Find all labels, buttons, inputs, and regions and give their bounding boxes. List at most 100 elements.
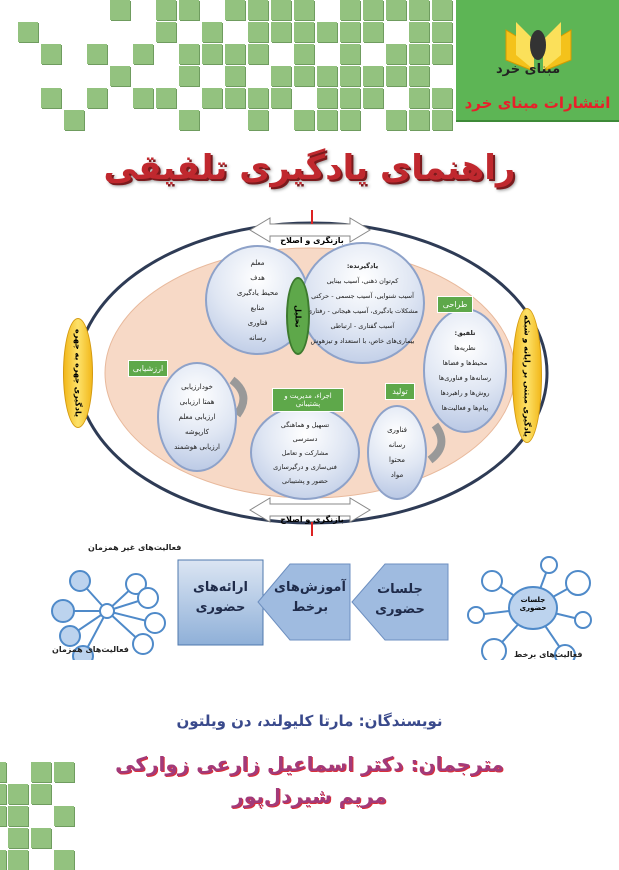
decorative-square [31,762,51,782]
curved-arrow-icon [229,376,248,418]
decorative-square [248,22,268,42]
decorative-square [156,88,176,108]
line: برخط [291,600,329,615]
line: حضوری [519,604,547,612]
decorative-square [8,806,28,826]
decorative-square [409,22,429,42]
item: محتوا [389,456,405,464]
book-torch-icon [505,22,572,71]
decorative-square [317,88,337,108]
decorative-square [294,110,314,130]
review-label-top: بازنگری و اصلاح [280,236,344,245]
left-network [51,570,166,660]
decorative-square [41,44,61,64]
decorative-square [363,88,383,108]
decorative-square [31,784,51,804]
item: نظریه‌ها [454,344,476,352]
async-activities-label: فعالیت‌های غیر همزمان [88,543,182,552]
decorative-square [202,44,222,64]
book-title: راهنمای یادگیری تلفیقی [103,148,517,188]
decorative-square [432,0,452,20]
decorative-square [386,66,406,86]
decorative-square [225,44,245,64]
decorative-square [133,88,153,108]
decorative-square [432,44,452,64]
design-bubble: تلفیق: نظریه‌ها محیط‌ها و فضاها رسانه‌ها… [423,308,507,433]
review-arrow-bottom [249,497,371,523]
decorative-square [18,22,38,42]
decorative-square [225,88,245,108]
item: رسانه [388,441,406,449]
implementation-tag: اجراء، مدیریت و پشتیبانی [272,388,344,412]
item: فناوری [387,426,407,434]
item: کارپوشه [184,428,210,436]
flow-shapes [51,556,592,660]
decorative-square [340,0,360,20]
production-tag: تولید [385,383,415,400]
analysis-oval: تحلیل [286,277,310,355]
item: رسانه‌ها و فناوری‌ها [438,374,492,382]
item: مواد [390,471,404,479]
item: محیط یادگیری [236,288,279,297]
face-to-face-oval: یادگیری چهره به چهره [63,318,93,428]
item: منابع [250,303,265,312]
production-bubble: فناوری رسانه محتوا مواد [367,405,427,500]
online-activities-label: فعالیت‌های برخط [514,650,583,659]
authors: نویسندگان: مارتا کلیولند، دن ویلتون [176,712,443,730]
curved-arrow-icon [427,422,446,464]
translator-second: مریم شیردل‌پور [232,784,387,808]
item: روش‌ها و راهبردها [440,389,490,397]
decorative-square [340,66,360,86]
decorative-square [8,828,28,848]
decorative-square [432,88,452,108]
item: آسیب شنوایی، آسیب جسمی - حرکتی [311,291,414,300]
item: تسهیل و هماهنگی [280,420,330,429]
item: حضور و پشتیبانی [281,476,329,485]
review-label-bottom: بازنگری و اصلاح [280,515,344,524]
learners-bubble: یادگیرنده: کم‌توان ذهنی، آسیب بینایی آسی… [300,242,425,364]
decorative-square [340,44,360,64]
decorative-square [0,850,6,870]
decorative-square [133,44,153,64]
line: حضوری [375,602,425,617]
item: فناوری [247,318,268,327]
decorative-square [225,0,245,20]
decorative-square [294,66,314,86]
decorative-square [0,806,6,826]
item: مشکلات یادگیری، آسیب هیجانی - رفتاری [307,306,418,315]
line: حضوری [195,600,246,615]
item: تلفیق: [454,329,476,337]
decorative-square [8,784,28,804]
item: پیام‌ها و فعالیت‌ها [441,404,489,412]
item: رسانه [248,333,267,342]
evaluation-tag: ارزشیابی [128,360,168,377]
sync-activities-label: فعالیت‌های همزمان [52,645,129,654]
line: ارائه‌های [193,580,248,595]
item: مشارکت و تعامل [281,448,329,457]
decorative-square [294,0,314,20]
heading: یادگیرنده: [346,261,379,270]
decorative-square [271,66,291,86]
item: معلم [250,258,265,267]
decorative-square [363,66,383,86]
decorative-square [0,762,6,782]
decorative-square [41,88,61,108]
translators: مترجمان: دکتر اسماعیل زارعی زوارکی [115,752,504,776]
decorative-square [317,66,337,86]
item: بیماری‌های خاص، با استعداد و تیزهوش [310,336,415,345]
line: جلسات [520,596,546,604]
decorative-square [179,0,199,20]
implementation-bubble: تسهیل و هماهنگی دسترسی مشارکت و تعامل فن… [250,405,360,500]
decorative-square [294,22,314,42]
decorative-square [317,110,337,130]
right-network [467,556,592,660]
decorative-square [386,0,406,20]
publisher-logo: مبنای خرد انتشارات مبنای خرد [456,0,619,122]
decorative-square [64,110,84,130]
item: همتا ارزیابی [179,398,215,406]
decorative-square [8,850,28,870]
item: هدف [250,273,265,282]
item: دسترسی [292,434,318,443]
decorative-square [317,22,337,42]
